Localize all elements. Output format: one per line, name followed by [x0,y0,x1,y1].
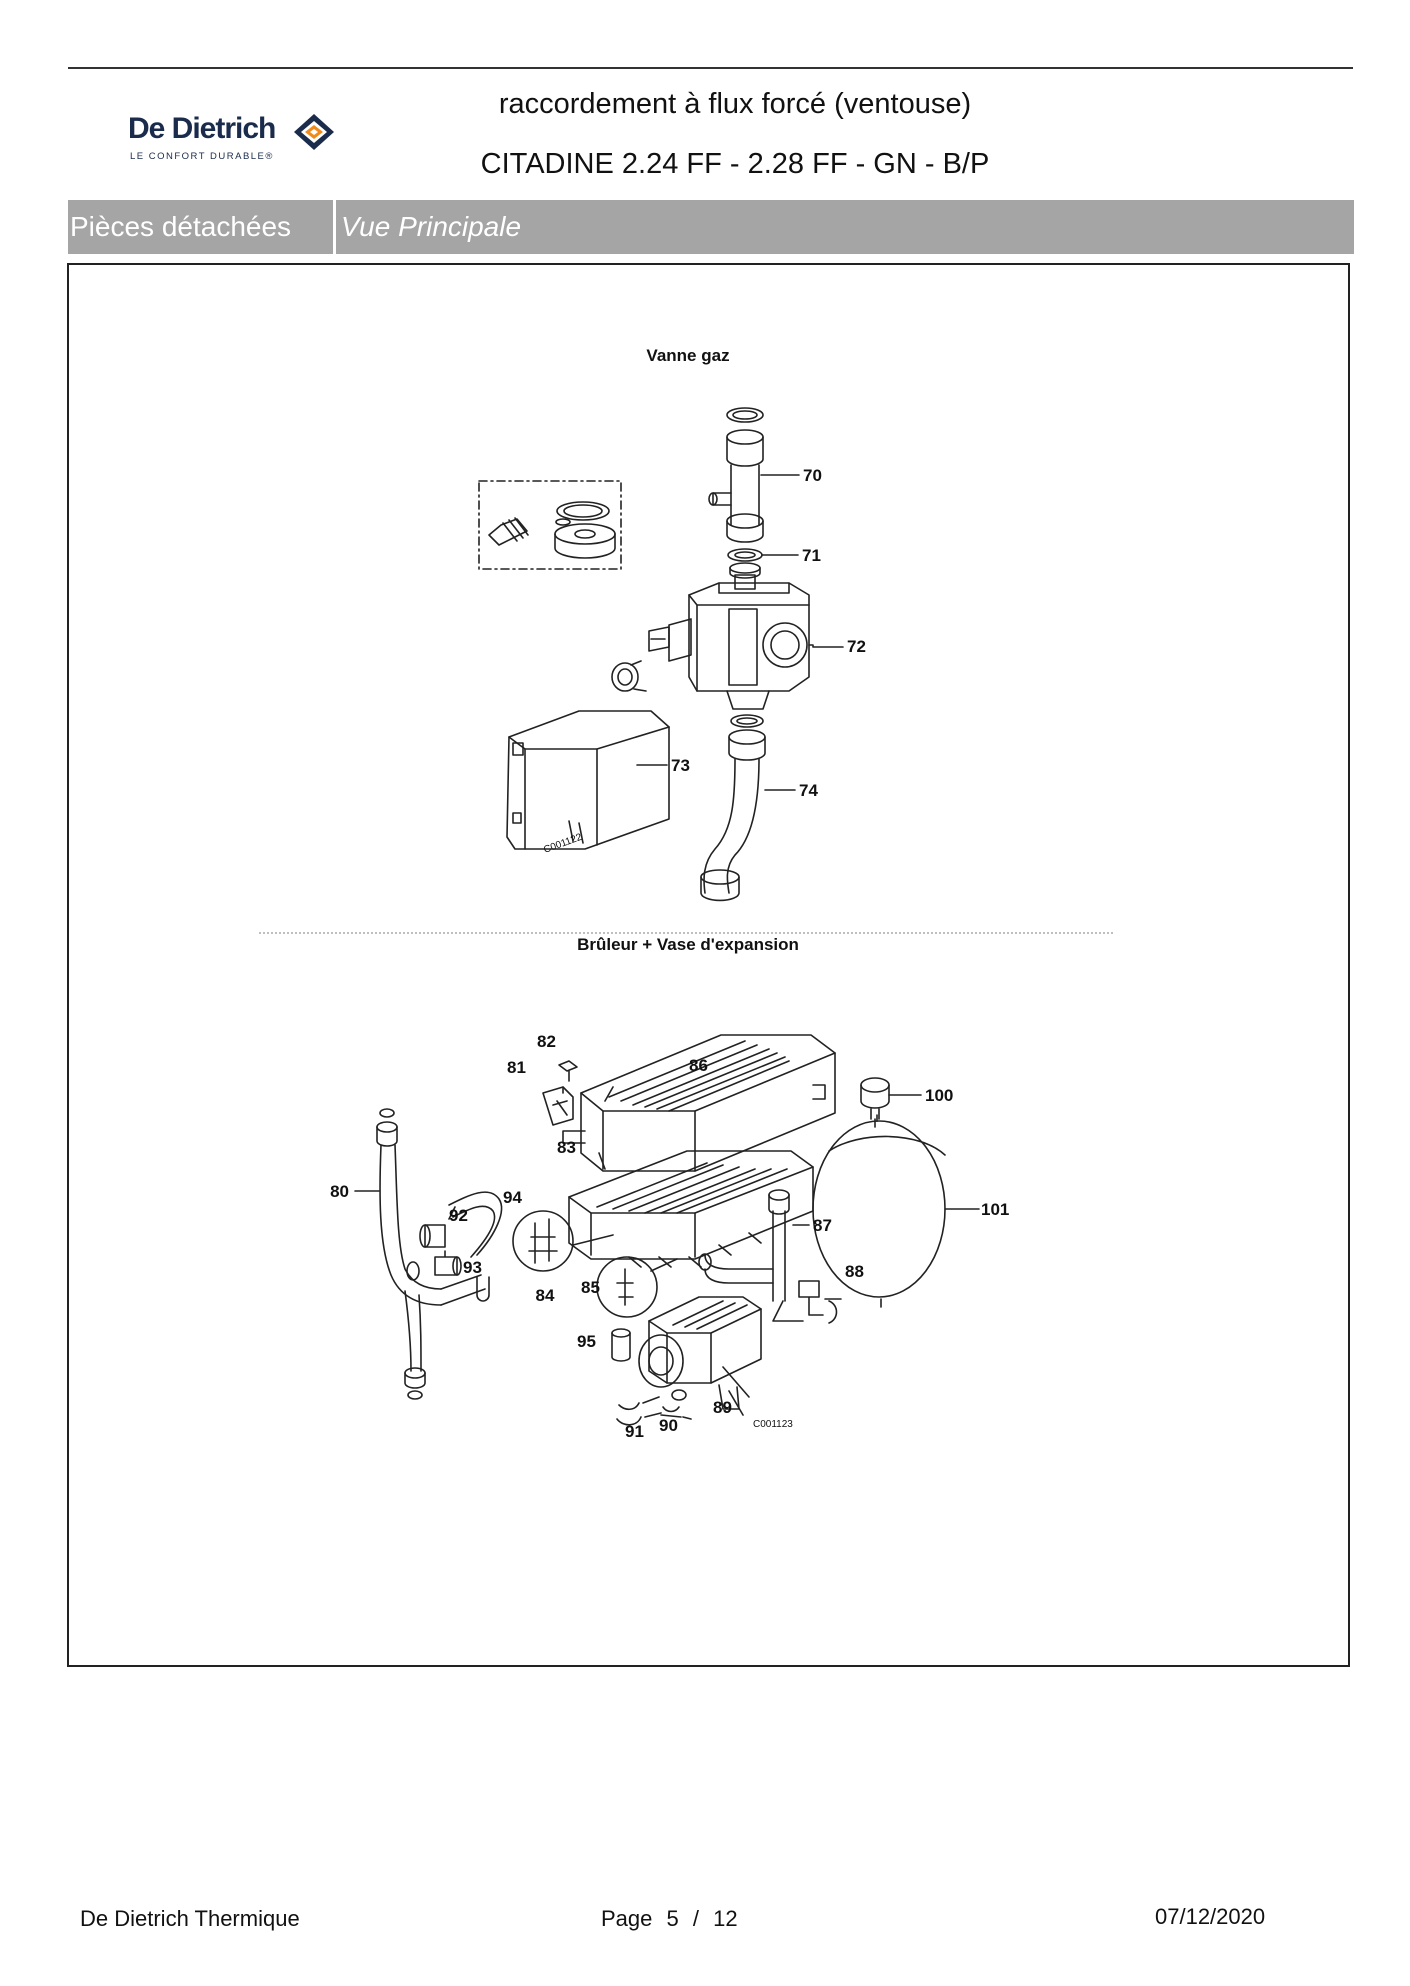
callout-94: 94 [503,1188,522,1207]
header-rule [68,67,1353,69]
footer-company: De Dietrich Thermique [80,1906,300,1931]
nozzle-icon [488,517,529,546]
callout-84: 84 [536,1286,555,1305]
brand-name: De Dietrich [128,112,276,145]
callout-93: 93 [463,1258,482,1277]
tab-spare-parts[interactable]: Pièces détachées [68,200,336,254]
footer-page-current: 5 [666,1906,679,1931]
callout-80: 80 [330,1182,349,1201]
diagram-code-1: C001122 [542,832,584,856]
callout-74: 74 [799,781,818,800]
document-title: raccordement à flux forcé (ventouse) [498,88,972,120]
callout-88: 88 [845,1262,864,1281]
callout-73: 73 [671,756,690,775]
callout-92: 92 [449,1206,468,1225]
footer-page-number: Page 5 / 12 [601,1906,746,1932]
burner-section-title: Brûleur + Vase d'expansion [577,935,799,954]
diagram-frame: Vanne gaz Brûleur + Vase d'expansion C00… [67,263,1350,1667]
callout-101: 101 [981,1200,1009,1219]
callout-100: 100 [925,1086,953,1105]
diagram-code-2: C001123 [753,1419,793,1430]
callout-85: 85 [581,1278,600,1297]
exploded-parts-diagram: Vanne gaz Brûleur + Vase d'expansion C00… [259,346,1115,1441]
brand-logo: De Dietrich LE CONFORT DURABLE® [124,108,354,164]
footer-date: 07/12/2020 [1155,1904,1266,1929]
gas-valve-section-title: Vanne gaz [646,346,729,365]
callout-72: 72 [847,637,866,656]
callout-91: 91 [625,1422,644,1441]
diamond-logo-icon [294,114,334,150]
callout-71: 71 [802,546,821,565]
callout-83: 83 [557,1138,576,1157]
callout-82: 82 [537,1032,556,1051]
callout-95: 95 [577,1332,596,1351]
footer-page-total: 12 [713,1906,738,1931]
callout-90: 90 [659,1416,678,1435]
tab-main-view[interactable]: Vue Principale [341,211,522,242]
document-model: CITADINE 2.24 FF - 2.28 FF - GN - B/P [480,148,990,180]
callout-89: 89 [713,1398,732,1417]
callout-70: 70 [803,466,822,485]
footer-page-label: Page [601,1906,653,1931]
callout-86: 86 [689,1056,708,1075]
section-tab-bar: Pièces détachées Vue Principale [68,200,1354,254]
callout-87: 87 [813,1216,832,1235]
brand-tagline: LE CONFORT DURABLE® [130,151,274,162]
footer-page-separator: / [692,1906,700,1931]
callout-81: 81 [507,1058,526,1077]
